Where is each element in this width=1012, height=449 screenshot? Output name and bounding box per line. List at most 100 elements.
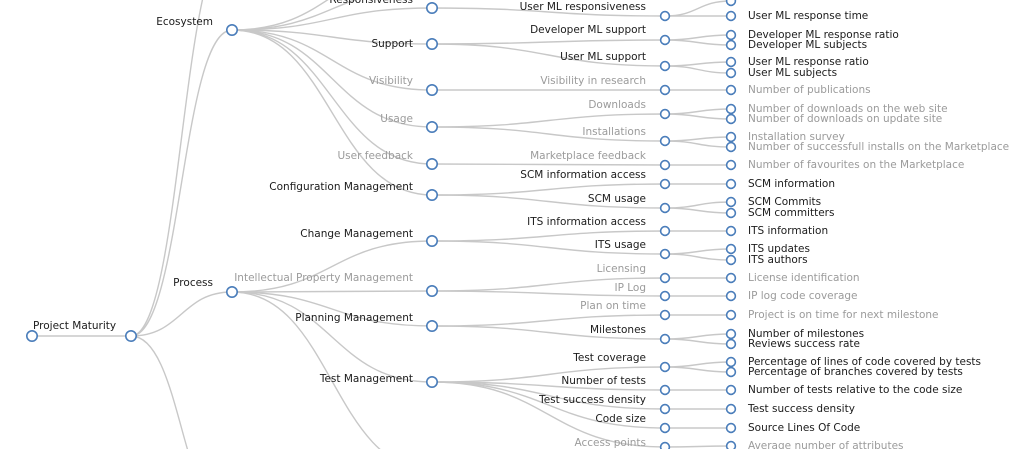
tree-link-milestones-m-number-of-milestones [664,333,732,340]
tree-node-its-usage[interactable] [659,248,671,260]
tree-label-responsiveness: Responsiveness [329,0,413,6]
tree-node-m-reviews-success-rate[interactable] [725,338,737,350]
tree-node-ecosystem[interactable] [226,23,239,36]
tree-label-developer-ml-support: Developer ML support [530,24,646,36]
tree-node-m-average-attributes[interactable] [725,440,737,449]
tree-node-m-downloads-web-site[interactable] [725,103,737,115]
tree-node-m-number-of-milestones[interactable] [725,328,737,340]
tree-link-ecosystem-configuration-management [231,29,433,196]
tree-link-ecosystem-support [231,29,433,45]
tree-node-licensing[interactable] [659,272,671,284]
tree-node-installations[interactable] [659,135,671,147]
tree-node-m-license-identification[interactable] [725,272,737,284]
tree-node-hub[interactable] [125,329,138,342]
tree-label-installations: Installations [582,126,646,138]
tree-node-responsiveness[interactable] [425,2,438,14]
tree-link-downloads-m-downloads-update-site [664,113,732,120]
tree-node-m-dev-ml-subjects[interactable] [725,39,737,51]
tree-node-user-ml-responsiveness[interactable] [659,10,671,22]
tree-node-downloads[interactable] [659,108,671,120]
tree-label-user-ml-responsiveness: User ML responsiveness [520,1,646,13]
tree-node-test-management[interactable] [425,375,438,388]
tree-node-marketplace-feedback[interactable] [659,159,671,171]
tree-label-ip-management: Intellectual Property Management [234,272,413,284]
tree-node-root[interactable] [25,329,38,342]
tree-node-m-its-information[interactable] [725,225,737,237]
tree-node-code-size[interactable] [659,422,671,434]
tree-node-m-user-ml-response-ratio[interactable] [725,56,737,68]
tree-node-ip-management[interactable] [425,284,438,297]
tree-node-m-dev-ml-response-ratio[interactable] [725,29,737,41]
tree-node-usage[interactable] [425,121,438,134]
tree-label-m-license-identification: License identification [748,272,860,284]
tree-node-user-feedback[interactable] [425,158,438,171]
tree-label-test-coverage: Test coverage [572,352,646,364]
tree-node-m-tests-relative-code-size[interactable] [725,384,737,396]
tree-node-visibility-in-research[interactable] [659,84,671,96]
tree-link-process-test-management [231,291,433,383]
tree-node-test-success-density-m[interactable] [659,403,671,415]
tree-label-downloads: Downloads [588,99,646,111]
tree-node-m-downloads-update-site[interactable] [725,113,737,125]
tree-node-process[interactable] [226,285,239,298]
tree-node-milestones[interactable] [659,333,671,345]
tree-label-marketplace-feedback: Marketplace feedback [530,150,647,162]
tree-label-m-its-authors: ITS authors [748,254,808,266]
tree-node-m-successful-installs[interactable] [725,141,737,153]
tree-label-visibility: Visibility [369,75,413,87]
tree-node-m-scm-committers[interactable] [725,207,737,219]
tree-node-m-favourites-marketplace[interactable] [725,159,737,171]
tree-label-m-successful-installs: Number of successfull installs on the Ma… [748,141,1009,153]
tree-node-change-management[interactable] [425,235,438,248]
tree-label-m-downloads-update-site: Number of downloads on update site [748,113,942,125]
tree-link-process-ip-management [231,290,433,293]
tree-label-m-user-ml-response-time: User ML response time [748,10,868,22]
tree-node-user-ml-support[interactable] [659,60,671,72]
tree-label-m-user-ml-response-ratio: User ML response ratio [748,56,869,68]
tree-node-scm-usage[interactable] [659,202,671,214]
tree-label-m-its-updates: ITS updates [748,243,810,255]
tree-node-access-points[interactable] [659,441,671,449]
tree-node-number-of-tests[interactable] [659,384,671,396]
tree-node-m-user-ml-subjects[interactable] [725,67,737,79]
tree-link-user-ml-support-m-user-ml-subjects [664,65,732,74]
tree-label-plan-on-time: Plan on time [580,300,646,312]
tree-node-m-pct-branches-covered[interactable] [725,366,737,378]
tree-node-m-project-on-time[interactable] [725,309,737,321]
tree-node-visibility[interactable] [425,84,438,97]
tree-node-m-ip-log-code-coverage[interactable] [725,290,737,302]
tree-label-m-average-attributes: Average number of attributes [748,440,904,449]
tree-node-test-coverage[interactable] [659,361,671,373]
tree-link-change-management-its-usage [431,240,666,255]
tree-node-support[interactable] [425,37,438,50]
tree-label-m-user-ml-subjects: User ML subjects [748,67,837,79]
tree-node-m-top-cut[interactable] [725,0,737,7]
tree-node-m-its-updates[interactable] [725,243,737,255]
tree-node-m-pct-lines-covered[interactable] [725,356,737,368]
tree-node-ip-log[interactable] [659,290,671,302]
tree-node-m-installation-survey[interactable] [725,131,737,143]
tree-node-its-information-access[interactable] [659,225,671,237]
tree-node-scm-information-access[interactable] [659,178,671,190]
tree-node-m-source-lines-of-code[interactable] [725,422,737,434]
tree-label-m-reviews-success-rate: Reviews success rate [748,338,860,350]
tree-link-usage-installations [431,126,666,142]
tree-label-m-project-on-time: Project is on time for next milestone [748,309,939,321]
tree-node-m-its-authors[interactable] [725,254,737,266]
tree-label-its-information-access: ITS information access [527,216,646,228]
tree-node-planning-management[interactable] [425,319,438,332]
tree-node-m-test-success-density[interactable] [725,403,737,415]
tree-link-process-planning-management [231,291,433,327]
tree-node-m-number-of-publications[interactable] [725,84,737,96]
tree-link-its-usage-m-its-authors [664,253,732,261]
tree-node-plan-on-time[interactable] [659,309,671,321]
tree-node-m-scm-commits[interactable] [725,196,737,208]
tree-link-test-management-test-coverage [431,366,666,383]
tree-node-m-scm-information[interactable] [725,178,737,190]
tree-node-m-user-ml-response-time[interactable] [725,10,737,22]
tree-node-developer-ml-support[interactable] [659,34,671,46]
tree-node-configuration-management[interactable] [425,189,438,202]
tree-link-hub-process [130,291,233,337]
tree-label-m-dev-ml-response-ratio: Developer ML response ratio [748,29,899,41]
